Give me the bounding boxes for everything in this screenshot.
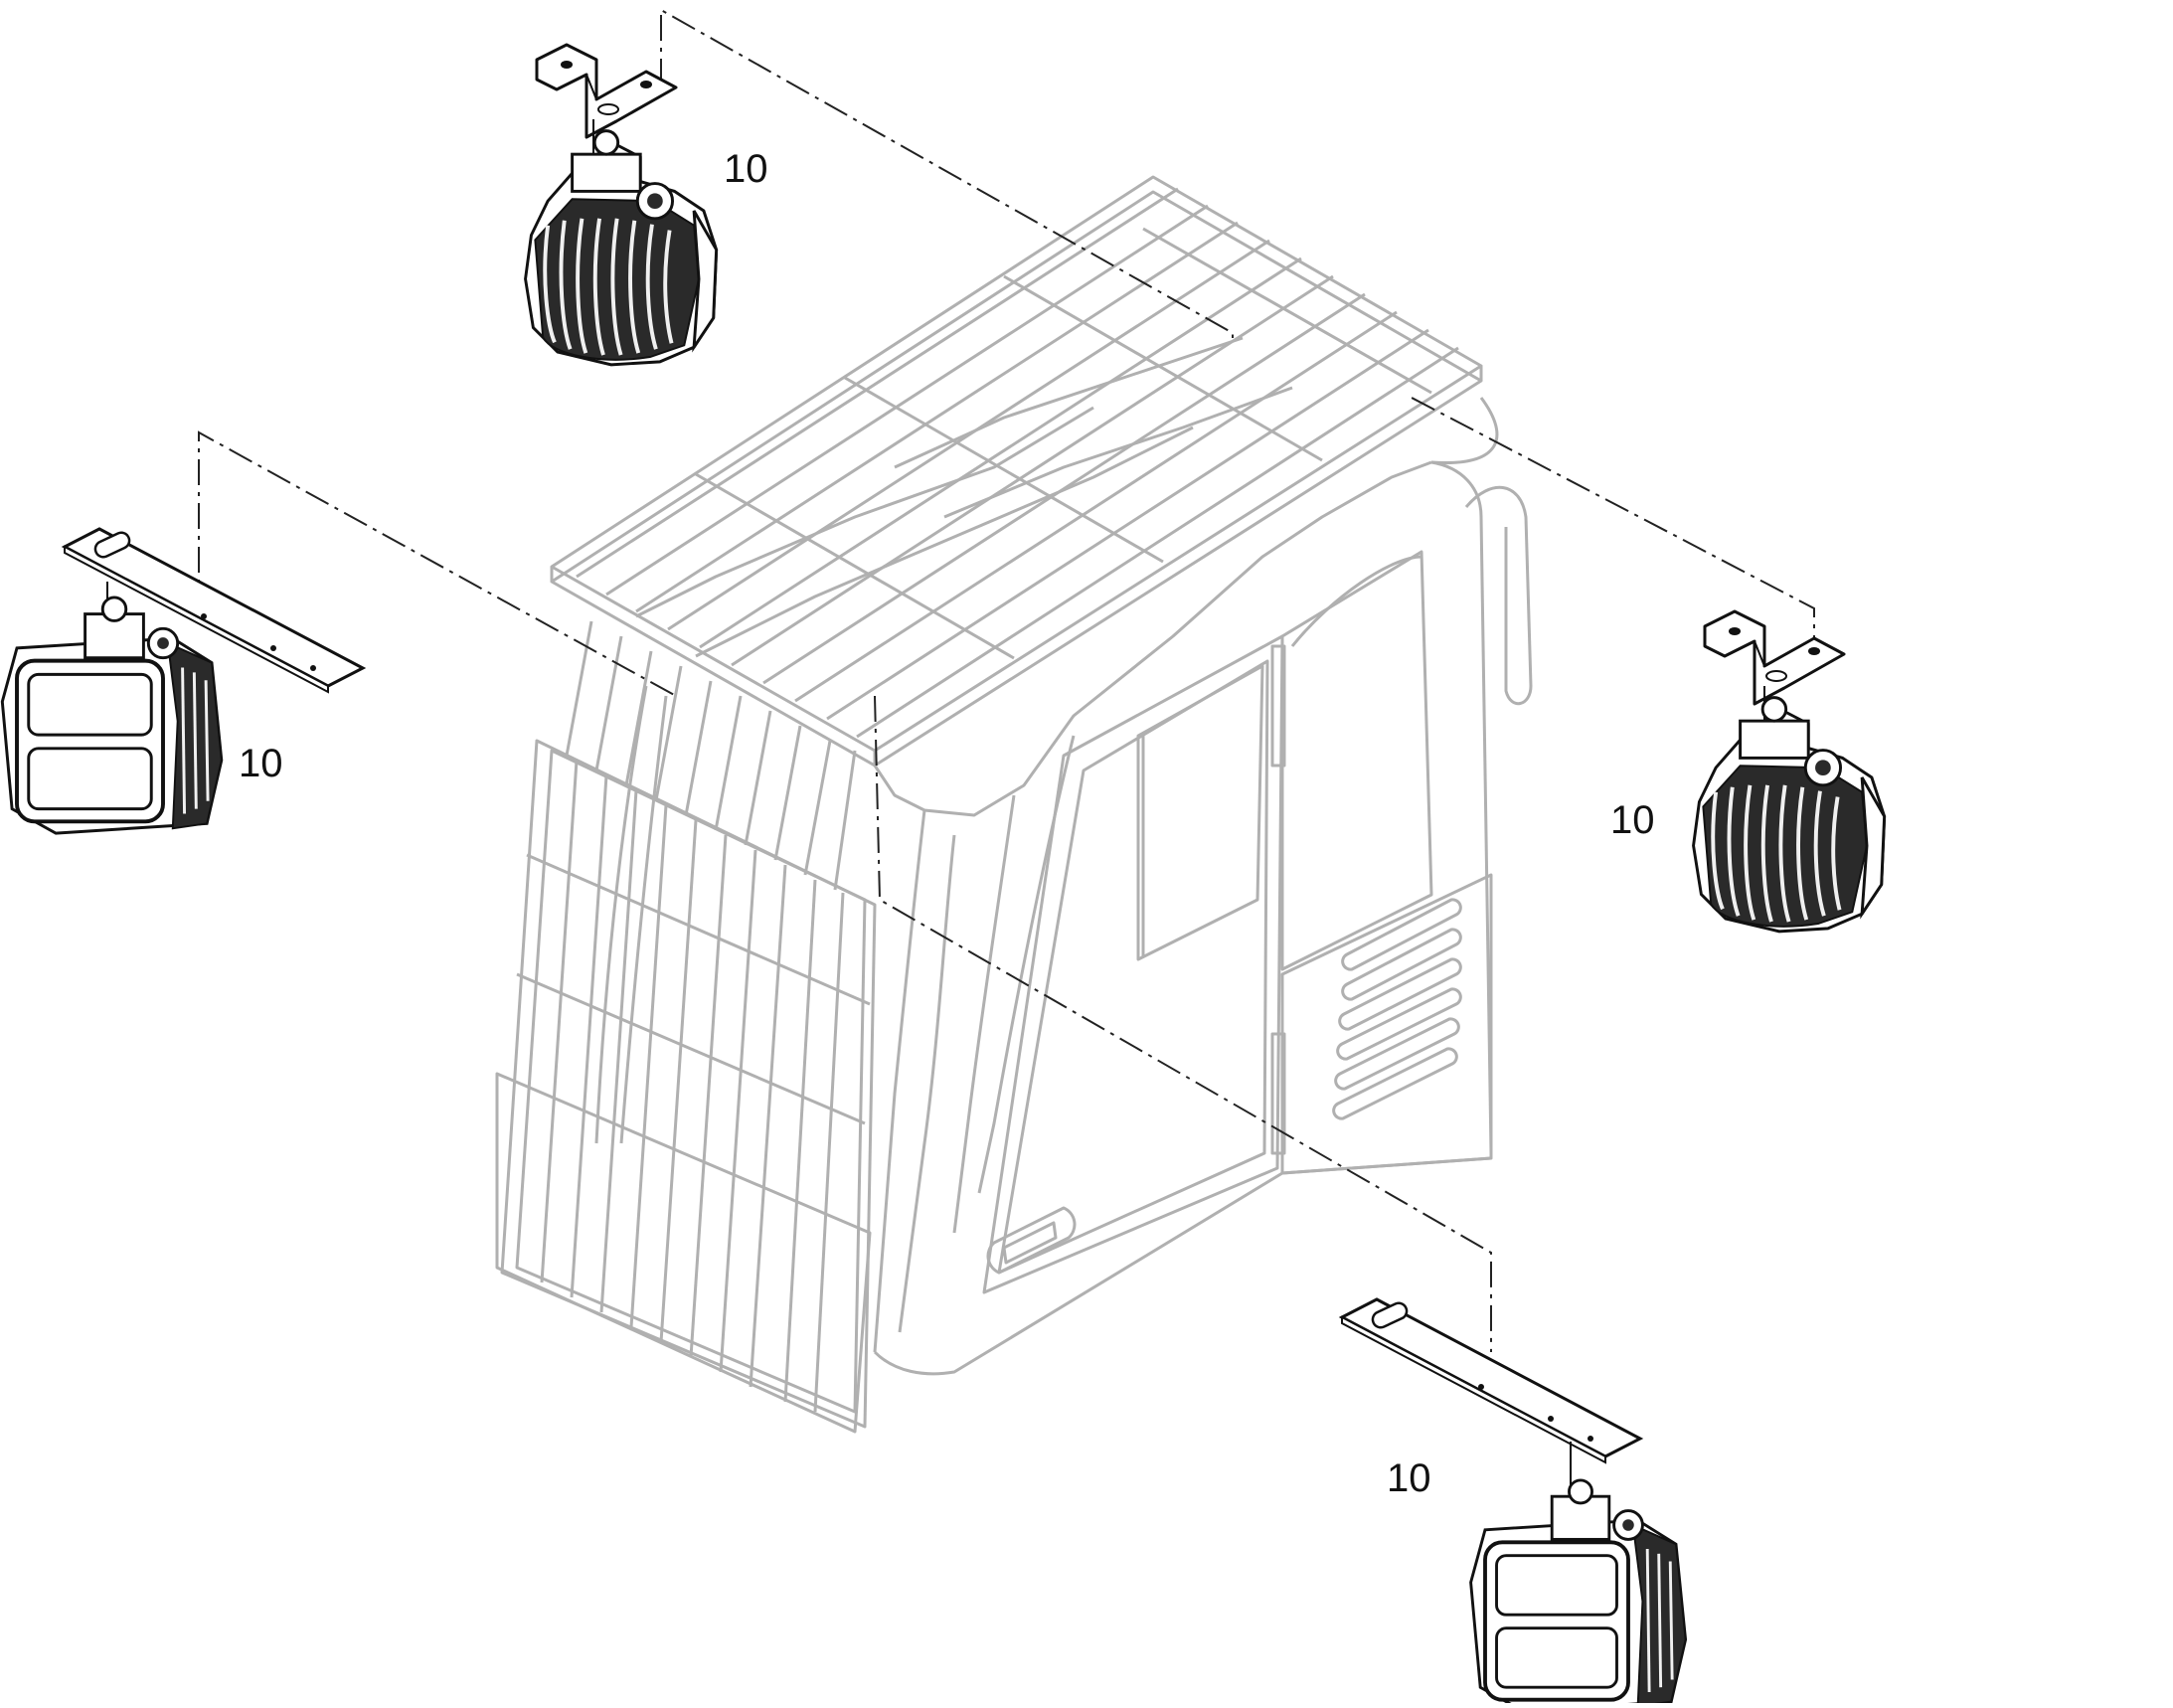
- work-lamp-icon: [1691, 695, 1887, 934]
- side-vents: [1332, 898, 1462, 1120]
- work-lamp-icon: [523, 128, 719, 367]
- work-lamp-icon: [0, 595, 224, 836]
- roof-guard: [550, 175, 1483, 768]
- lamp-assembly-top-left: [523, 43, 719, 367]
- work-lamp-icon: [1468, 1477, 1688, 1708]
- mounting-bracket-right: [1703, 609, 1846, 706]
- callout-label: 10: [239, 742, 283, 785]
- lamp-assembly-bottom: [1340, 1297, 1688, 1708]
- operator-cab: [495, 175, 1533, 1434]
- lamp-assembly-left: [0, 527, 365, 836]
- cab-body: [873, 397, 1533, 1376]
- callout-label: 10: [1387, 1456, 1431, 1500]
- leader-top-left: [660, 8, 1234, 338]
- mounting-bracket-top-left: [535, 43, 678, 139]
- leader-left: [198, 430, 677, 697]
- callout-label: 10: [724, 147, 768, 191]
- lamp-assembly-right: [1691, 609, 1887, 934]
- callout-label: 10: [1610, 798, 1655, 842]
- leader-bottom: [874, 695, 1492, 1352]
- front-guard: [495, 620, 877, 1434]
